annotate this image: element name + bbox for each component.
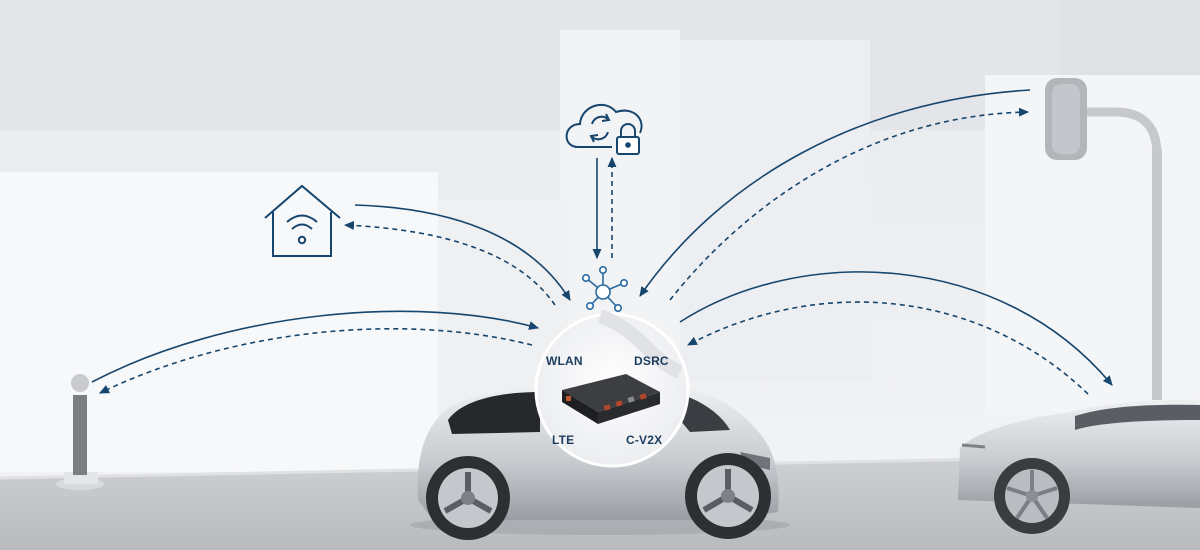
house-link-solid (354, 204, 571, 301)
network-hub-icon (581, 265, 628, 312)
communication-links (91, 89, 1113, 395)
pedestrian-bollard (56, 374, 104, 490)
right-car (958, 399, 1200, 534)
dsrc-label: DSRC (634, 354, 669, 368)
right-car-link-dashed (687, 301, 1089, 395)
bollard-link-dashed (98, 327, 533, 394)
lte-label: LTE (552, 433, 575, 447)
right-car-link-solid (679, 271, 1113, 386)
traffic-light-link-dashed (669, 107, 1030, 301)
cloud-sync-lock-icon (565, 103, 643, 155)
traffic-light-link-solid (639, 89, 1031, 297)
connectivity-lens (534, 309, 690, 468)
cv2x-label: C-V2X (626, 433, 663, 447)
connectivity-control-unit (562, 374, 660, 424)
wlan-label: WLAN (546, 354, 583, 368)
traffic-light (1045, 78, 1162, 400)
bollard-link-solid (91, 310, 540, 383)
home-wifi-icon (264, 184, 341, 257)
house-link-dashed (343, 220, 556, 306)
